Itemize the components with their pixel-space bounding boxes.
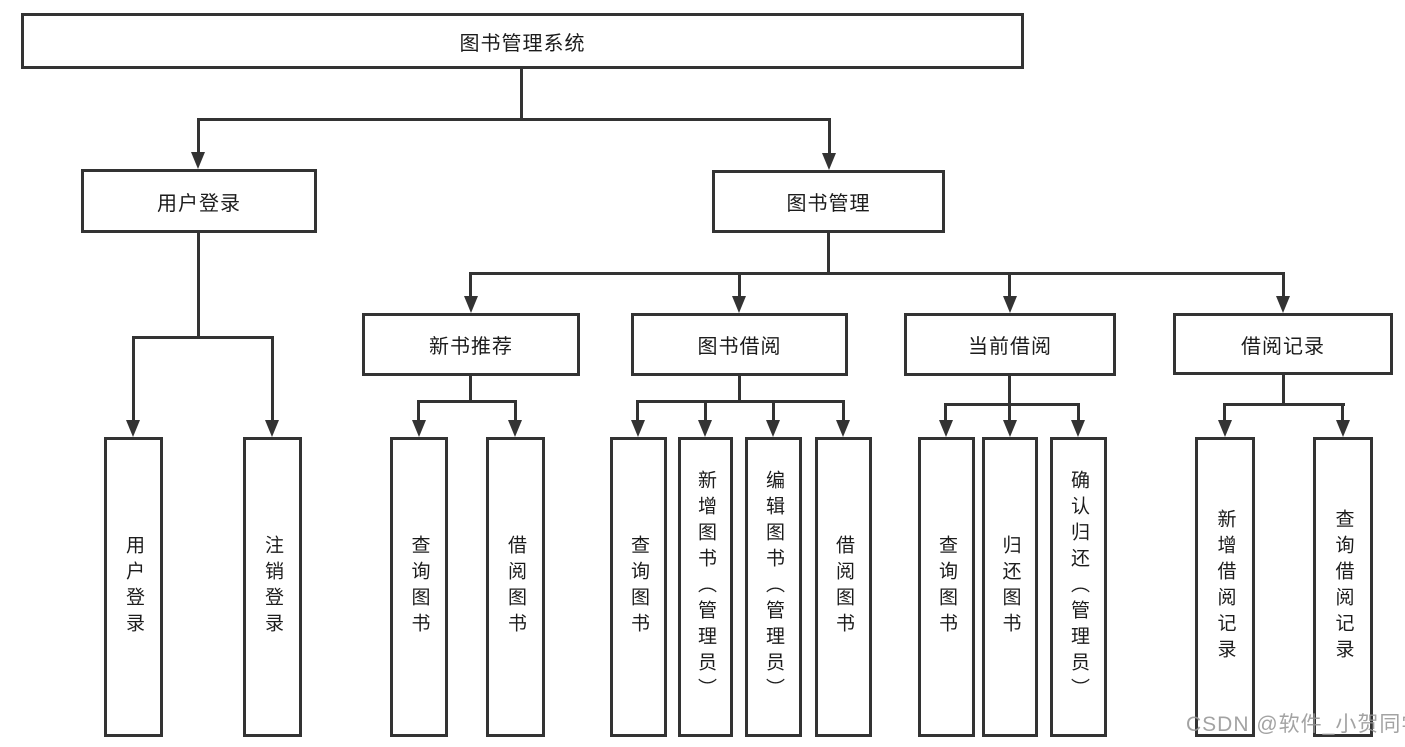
leaf-br-add-record: 新增借阅记录 bbox=[1195, 437, 1255, 737]
connector-drop-cb-query bbox=[944, 403, 947, 420]
arrow-bb-add bbox=[698, 420, 712, 437]
arrow-bb-query bbox=[631, 420, 645, 437]
leaf-bb-add-books-admin: 新增图书（管理员） bbox=[678, 437, 733, 737]
csdn-watermark: CSDN @软件_小贺同学 bbox=[1186, 713, 1405, 736]
connector-cb-stub bbox=[1008, 376, 1011, 406]
arrow-borrow-records bbox=[1276, 296, 1290, 313]
arrow-new-book bbox=[464, 296, 478, 313]
connector-drop-bb-edit bbox=[772, 400, 775, 420]
arrow-leaf-user-login bbox=[126, 420, 140, 437]
connector-bookmgmt-stub bbox=[827, 233, 830, 275]
leaf-user-login-label: 用户登录 bbox=[123, 535, 144, 639]
arrow-br-query bbox=[1336, 420, 1350, 437]
leaf-bb-borrow-books-label: 借阅图书 bbox=[833, 535, 854, 639]
leaf-nbr-query-books-label: 查询图书 bbox=[408, 535, 430, 639]
arrow-br-add bbox=[1218, 420, 1232, 437]
leaf-bb-add-books-admin-label: 新增图书（管理员） bbox=[695, 470, 716, 704]
connector-drop-nbr-borrow bbox=[514, 400, 517, 420]
arrow-cb-return bbox=[1003, 420, 1017, 437]
connector-drop-br-add bbox=[1223, 403, 1226, 420]
node-current-borrow: 当前借阅 bbox=[904, 313, 1116, 376]
connector-drop-cb-confirm bbox=[1077, 403, 1080, 420]
leaf-nbr-borrow-books-label: 借阅图书 bbox=[505, 535, 526, 639]
arrow-user-login bbox=[191, 152, 205, 169]
connector-drop-leaf-user-login bbox=[132, 336, 135, 420]
node-root-label: 图书管理系统 bbox=[459, 32, 586, 55]
connector-bb-split bbox=[636, 400, 845, 403]
connector-drop-bb-borrow bbox=[842, 400, 845, 420]
connector-drop-cb-return bbox=[1008, 403, 1011, 420]
arrow-book-mgmt bbox=[822, 153, 836, 170]
arrow-bb-borrow bbox=[836, 420, 850, 437]
node-new-book-recommend-label: 新书推荐 bbox=[429, 336, 513, 358]
connector-drop-nbr-query bbox=[417, 400, 420, 420]
arrow-current-borrow bbox=[1003, 296, 1017, 313]
connector-drop-book-borrow bbox=[738, 272, 741, 296]
connector-root-stub bbox=[520, 69, 523, 119]
connector-drop-bb-add bbox=[704, 400, 707, 420]
connector-drop-br-query bbox=[1341, 403, 1344, 420]
arrow-leaf-logout bbox=[265, 420, 279, 437]
node-root: 图书管理系统 bbox=[21, 13, 1024, 69]
leaf-cb-confirm-return-admin: 确认归还（管理员） bbox=[1050, 437, 1107, 737]
connector-root-split bbox=[197, 118, 831, 121]
connector-drop-borrow-records bbox=[1282, 272, 1285, 296]
arrow-cb-query bbox=[939, 420, 953, 437]
node-borrow-records-label: 借阅记录 bbox=[1241, 335, 1325, 358]
connector-drop-current-borrow bbox=[1008, 272, 1011, 296]
node-user-login-group-label: 用户登录 bbox=[157, 192, 241, 215]
leaf-user-login: 用户登录 bbox=[104, 437, 163, 737]
connector-userlogin-stub bbox=[197, 233, 200, 336]
leaf-br-query-record-label: 查询借阅记录 bbox=[1332, 509, 1354, 665]
connector-drop-book-mgmt bbox=[828, 118, 831, 153]
connector-br-stub bbox=[1282, 375, 1285, 406]
node-book-borrow-label: 图书借阅 bbox=[697, 336, 782, 358]
node-user-login-group: 用户登录 bbox=[81, 169, 317, 233]
leaf-cb-return-books: 归还图书 bbox=[982, 437, 1038, 737]
connector-drop-leaf-logout bbox=[271, 336, 274, 420]
arrow-nbr-query bbox=[412, 420, 426, 437]
connector-drop-new-book bbox=[469, 272, 472, 296]
leaf-cb-return-books-label: 归还图书 bbox=[999, 535, 1021, 639]
node-book-borrow: 图书借阅 bbox=[631, 313, 848, 376]
arrow-cb-confirm bbox=[1071, 420, 1085, 437]
arrow-book-borrow bbox=[732, 296, 746, 313]
node-borrow-records: 借阅记录 bbox=[1173, 313, 1393, 375]
node-new-book-recommend: 新书推荐 bbox=[362, 313, 580, 376]
leaf-bb-borrow-books: 借阅图书 bbox=[815, 437, 872, 737]
leaf-br-add-record-label: 新增借阅记录 bbox=[1214, 509, 1236, 665]
leaf-cb-confirm-return-admin-label: 确认归还（管理员） bbox=[1068, 470, 1089, 704]
connector-nbr-split bbox=[417, 400, 517, 403]
node-book-management: 图书管理 bbox=[712, 170, 945, 233]
connector-drop-bb-query bbox=[636, 400, 639, 420]
connector-drop-user-login bbox=[197, 118, 200, 152]
leaf-logout-label: 注销登录 bbox=[262, 535, 283, 639]
leaf-nbr-query-books: 查询图书 bbox=[390, 437, 448, 737]
connector-nbr-stub bbox=[469, 376, 472, 403]
node-book-management-label: 图书管理 bbox=[786, 193, 871, 215]
leaf-bb-query-books-label: 查询图书 bbox=[628, 535, 649, 639]
connector-bookmgmt-split bbox=[469, 272, 1285, 275]
arrow-nbr-borrow bbox=[508, 420, 522, 437]
leaf-br-query-record: 查询借阅记录 bbox=[1313, 437, 1373, 737]
arrow-bb-edit bbox=[766, 420, 780, 437]
connector-userlogin-split bbox=[132, 336, 274, 339]
connector-bb-stub bbox=[738, 376, 741, 403]
leaf-nbr-borrow-books: 借阅图书 bbox=[486, 437, 545, 737]
leaf-logout: 注销登录 bbox=[243, 437, 302, 737]
leaf-bb-query-books: 查询图书 bbox=[610, 437, 667, 737]
leaf-cb-query-books-label: 查询图书 bbox=[936, 535, 957, 639]
connector-cb-split bbox=[944, 403, 1080, 406]
leaf-bb-edit-books-admin: 编辑图书（管理员） bbox=[745, 437, 802, 737]
node-current-borrow-label: 当前借阅 bbox=[968, 336, 1052, 358]
leaf-cb-query-books: 查询图书 bbox=[918, 437, 975, 737]
connector-br-split bbox=[1223, 403, 1345, 406]
leaf-bb-edit-books-admin-label: 编辑图书（管理员） bbox=[763, 470, 784, 704]
